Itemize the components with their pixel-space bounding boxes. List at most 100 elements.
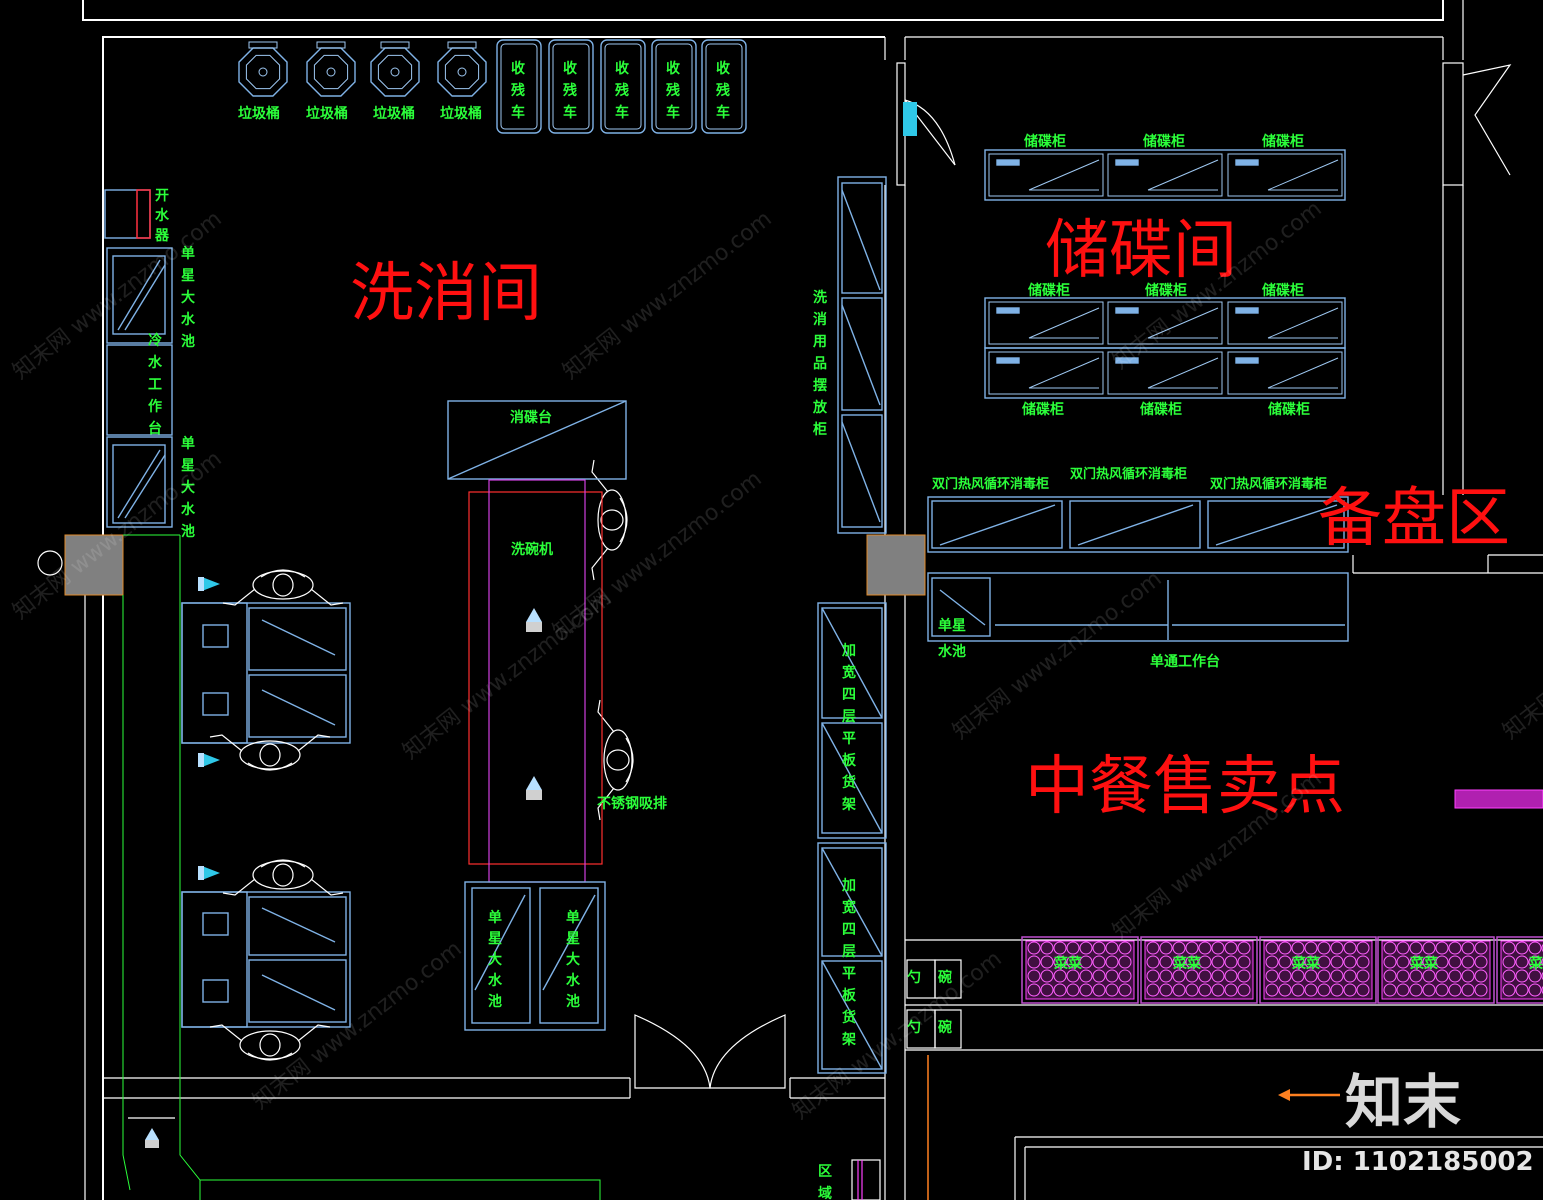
svg-text:单: 单 xyxy=(488,909,502,926)
room-prep-area: 备盘区 xyxy=(1318,482,1510,556)
svg-text:知末网 www.znzmo.com: 知末网 www.znzmo.com xyxy=(248,937,466,1115)
label-cab-8: 储碟柜 xyxy=(1139,401,1182,418)
svg-text:作: 作 xyxy=(148,398,162,415)
svg-text:柜: 柜 xyxy=(813,421,827,438)
tray-label: 菜菜 xyxy=(1172,955,1202,972)
food-tray: 菜菜 xyxy=(1259,936,1377,1004)
svg-text:宽: 宽 xyxy=(842,664,856,681)
label-disinfect-3: 双门热风循环消毒柜 xyxy=(1210,476,1327,492)
svg-text:加: 加 xyxy=(841,878,856,894)
svg-text:洗: 洗 xyxy=(813,289,827,306)
label-cab-4: 储碟柜 xyxy=(1027,282,1070,299)
sink-station-upper xyxy=(181,602,351,744)
shelves-right xyxy=(817,602,887,1074)
svg-text:池: 池 xyxy=(181,523,195,540)
dish-cabinet-row xyxy=(984,347,1346,399)
trash-bin-icon xyxy=(370,41,420,97)
cart-label-char: 残 xyxy=(716,82,730,99)
cart-label-char: 残 xyxy=(666,82,680,99)
vertical-labels: 开水器单星大水池冷水工作台单星大水池洗消用品摆放柜加宽四层平板货架加宽四层平板货… xyxy=(148,188,966,1200)
svg-text:平: 平 xyxy=(842,966,856,982)
svg-text:大: 大 xyxy=(181,479,195,496)
trash-bin-icon xyxy=(437,41,487,97)
utensil-boxes xyxy=(906,959,962,1049)
markers xyxy=(198,577,220,880)
label-dishwasher: 洗碗机 xyxy=(511,541,553,558)
door-bottom xyxy=(634,1014,786,1089)
cart-label-char: 收 xyxy=(615,60,630,77)
svg-text:星: 星 xyxy=(488,931,502,947)
counter-bar xyxy=(1454,789,1543,809)
svg-text:大: 大 xyxy=(566,951,580,968)
svg-text:单: 单 xyxy=(181,245,195,262)
worker-figure xyxy=(222,859,344,896)
water-heater xyxy=(104,189,151,239)
svg-text:知末网 www.znzmo.com: 知末网 www.znzmo.com xyxy=(398,587,616,765)
cart-icon: 收残车 xyxy=(600,39,646,134)
double-sink-center xyxy=(464,881,606,1031)
single-worktable xyxy=(927,572,1349,642)
svg-text:平: 平 xyxy=(842,731,856,747)
label-trash-4: 垃圾桶 xyxy=(440,105,482,122)
label-cab-7: 储碟柜 xyxy=(1021,401,1064,418)
svg-text:架: 架 xyxy=(841,796,856,813)
food-trays: 菜菜菜菜菜菜菜菜菜菜 xyxy=(1021,936,1543,1004)
svg-text:水: 水 xyxy=(181,501,196,518)
cart-label-char: 残 xyxy=(615,82,629,99)
svg-text:星: 星 xyxy=(566,931,580,947)
svg-text:水: 水 xyxy=(155,207,170,224)
drain-channel-edge xyxy=(128,1117,175,1148)
label-disinfect-1: 双门热风循环消毒柜 xyxy=(932,476,1049,492)
label-trash-1: 垃圾桶 xyxy=(238,105,280,122)
svg-text:水: 水 xyxy=(566,972,581,989)
svg-text:单星: 单星 xyxy=(938,617,966,634)
trash-bin-icon xyxy=(238,41,288,97)
label-cab-5: 储碟柜 xyxy=(1144,282,1187,299)
label-spoon-2: 勺 xyxy=(907,1019,921,1036)
cart-label-char: 残 xyxy=(511,82,525,99)
svg-text:水: 水 xyxy=(488,972,503,989)
svg-text:用: 用 xyxy=(813,334,827,350)
id-watermark: ID: 1102185002 xyxy=(1302,1147,1534,1177)
label-trash-3: 垃圾桶 xyxy=(373,105,415,122)
worker-figure xyxy=(597,699,634,821)
svg-text:单: 单 xyxy=(181,435,195,452)
svg-text:单: 单 xyxy=(566,909,580,926)
svg-text:冷: 冷 xyxy=(148,332,162,349)
label-cab-6: 储碟柜 xyxy=(1261,282,1304,299)
svg-text:台: 台 xyxy=(148,420,162,437)
svg-text:知末网 www.znzmo.com: 知末网 www.znzmo.com xyxy=(788,947,1006,1125)
cart-label-char: 收 xyxy=(511,60,526,77)
door-opening-east xyxy=(866,534,926,596)
label-zone: 区域 xyxy=(818,1164,832,1200)
zone-strip xyxy=(851,1159,881,1200)
svg-text:知末网 www.znzmo.com: 知末网 www.znzmo.com xyxy=(948,567,1166,745)
tray-label: 菜菜 xyxy=(1291,955,1321,972)
worker-figure xyxy=(591,459,628,581)
cart-label-char: 收 xyxy=(666,60,681,77)
cart-label-char: 车 xyxy=(615,104,629,121)
cart-icon: 收残车 xyxy=(701,39,747,134)
svg-text:四: 四 xyxy=(842,687,856,703)
label-trash-2: 垃圾桶 xyxy=(306,105,348,122)
label-cab-1: 储碟柜 xyxy=(1023,133,1066,150)
svg-text:品: 品 xyxy=(813,356,827,372)
label-disinfect-2: 双门热风循环消毒柜 xyxy=(1070,466,1187,482)
cart-label-char: 车 xyxy=(716,104,730,121)
svg-text:开: 开 xyxy=(155,188,169,204)
svg-text:工: 工 xyxy=(148,377,162,393)
sink-station-lower xyxy=(181,891,351,1028)
svg-text:消: 消 xyxy=(813,311,827,328)
label-spoon-1: 勺 xyxy=(907,969,921,986)
svg-text:水池: 水池 xyxy=(938,643,966,660)
svg-text:货: 货 xyxy=(841,1009,856,1026)
svg-text:层: 层 xyxy=(842,944,856,960)
arrow-left-icon xyxy=(1278,1089,1340,1101)
dish-cabinets xyxy=(984,149,1346,399)
svg-text:器: 器 xyxy=(154,228,170,244)
food-tray: 菜菜 xyxy=(1021,936,1139,1004)
